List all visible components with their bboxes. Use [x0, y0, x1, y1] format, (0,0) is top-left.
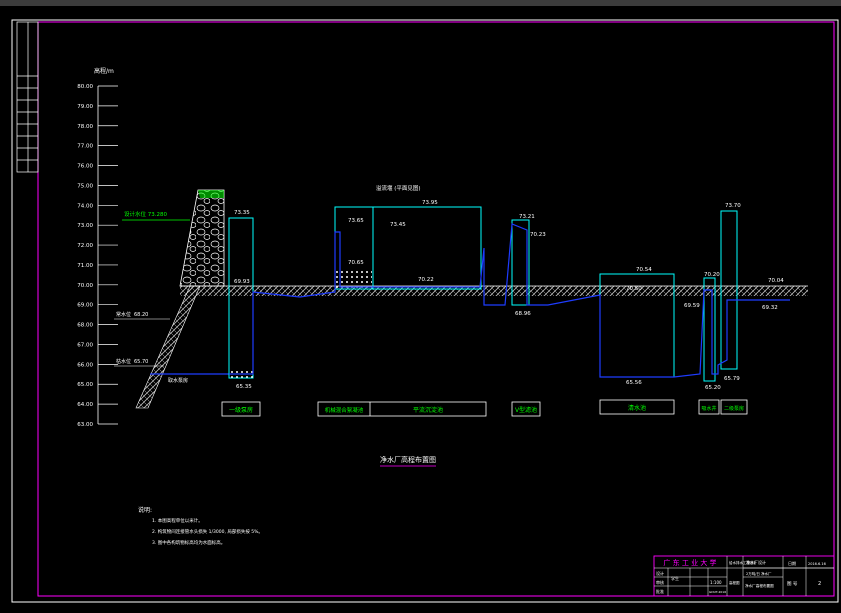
structure-label-2: 平流沉淀池 [413, 406, 443, 414]
ground-profile [180, 285, 808, 296]
elev-floc-top: 73.95 [422, 200, 438, 206]
elev-v-mid: 70.23 [530, 232, 546, 238]
structure-labels: 一级泵房 机械混合絮凝池 平流沉淀池 V型滤池 清水池 吸水井 二级泵房 [221, 399, 748, 417]
low-level-label: 枯水位 [116, 358, 131, 365]
water-level-marks: 设计水位 73.280 常水位 68.20 枯水位 65.70 取水泵房 [114, 210, 230, 384]
tb-drawing-no: 2 [818, 581, 821, 587]
tb-designer: 设计 [656, 570, 664, 576]
rock-fill-dam [179, 189, 225, 287]
binding-strip [16, 21, 39, 173]
elev-floc-b: 73.45 [390, 222, 406, 228]
axis-tick-label: 77.00 [77, 144, 93, 150]
elev-v-bottom: 68.96 [515, 311, 531, 317]
axis-tick-label: 78.00 [77, 124, 93, 130]
tb-name-cn: 高程图 [729, 580, 740, 585]
tb-scale: 1:100 [710, 580, 722, 585]
drawing-title: 净水厂高程布置图 [380, 455, 436, 464]
hydraulic-flow-line [229, 223, 790, 378]
structure-label-0: 一级泵房 [229, 406, 253, 414]
axis-tick-label: 72.00 [77, 243, 93, 249]
tb-drawing-no-label: 图 号 [787, 581, 798, 587]
elev-intake-bottom: 65.35 [236, 384, 252, 390]
tb-date-label: 日期 [788, 560, 796, 566]
elev-out-ground: 70.04 [768, 278, 784, 284]
axis-tick-label: 71.00 [77, 263, 93, 269]
tb-project-sub: 2万吨/日 净水厂 [746, 571, 772, 576]
axis-unit-label: 高程/m [94, 67, 114, 75]
structure-label-1: 机械混合絮凝池 [325, 406, 364, 414]
low-level-value: 65.70 [134, 359, 148, 365]
elevation-axis: 高程/m 80.00 79.00 78.00 77.00 76.00 75.00 74.00… [77, 67, 118, 428]
axis-tick-label: 70.00 [77, 283, 93, 289]
notes: 说明: 1. 本图高程单位以米计。 2. 构筑物间连接管水头损失 1/3000,… [138, 506, 263, 546]
elev-clear-a: 70.50 [626, 286, 642, 292]
v-filter [511, 219, 530, 306]
window-top-strip [0, 0, 841, 6]
note-2: 2. 构筑物间连接管水头损失 1/3000, 局部损失按 5%。 [152, 528, 263, 535]
tb-checker: 审核 [656, 579, 664, 585]
elev-out-level: 69.32 [762, 305, 778, 311]
suction-well [703, 277, 716, 382]
sheet-outer-border [11, 19, 839, 603]
elev-clear-bottom: 65.56 [626, 380, 642, 386]
river-bank [135, 189, 225, 409]
note-3: 3. 图中各构筑物标高均为水面标高。 [152, 539, 225, 546]
elev-p2-high: 73.70 [725, 203, 741, 209]
elevation-labels: 73.35 69.93 65.35 溢流堰 (平面见图) 73.95 73.65… [234, 184, 784, 391]
title-block: 广 东 工 业 大 学 给水排水工程设计 净水厂设计 2万吨/日 净水厂 设计 … [653, 555, 835, 597]
axis-tick-label: 79.00 [77, 104, 93, 110]
elev-v-top: 73.21 [519, 214, 535, 220]
sedimentation-tank [372, 206, 482, 290]
tb-university: 广 东 工 业 大 学 [663, 558, 716, 567]
secondary-pump-house [720, 210, 738, 370]
elev-p2-low: 65.79 [724, 376, 740, 382]
tb-code: GDUT-2016 [709, 590, 726, 594]
axis-tick-label: 69.00 [77, 303, 93, 309]
elev-floc-ground: 70.22 [418, 277, 434, 283]
structure-label-4: 清水池 [628, 404, 646, 412]
elev-floc-c: 70.65 [348, 260, 364, 266]
elev-p2-bottom: 65.20 [705, 385, 721, 391]
axis-tick-label: 67.00 [77, 342, 93, 348]
tb-drawing-name: 净水厂高程布置图 [745, 583, 774, 588]
normal-level-value: 68.20 [134, 312, 148, 318]
structure-label-5: 吸水井 [701, 405, 716, 412]
intake-pump-house [228, 217, 254, 379]
axis-tick-label: 68.00 [77, 323, 93, 329]
axis-tick-label: 73.00 [77, 223, 93, 229]
tb-date-value: 2016.6.16 [808, 562, 826, 566]
elev-clear-top: 70.54 [636, 267, 652, 273]
notes-heading: 说明: [138, 506, 152, 514]
pump-label: 取水泵房 [168, 377, 188, 384]
tb-project-label: 给水排水工程设计 [729, 560, 757, 565]
note-1: 1. 本图高程单位以米计。 [152, 517, 203, 524]
axis-tick-label: 66.00 [77, 362, 93, 368]
axis-tick-label: 65.00 [77, 382, 93, 388]
axis-tick-label: 64.00 [77, 402, 93, 408]
tb-project-name: 净水厂设计 [746, 559, 766, 565]
elev-intake-mid: 69.93 [234, 279, 250, 285]
axis-tick-label: 74.00 [77, 203, 93, 209]
structure-label-6: 二级泵房 [724, 405, 744, 412]
normal-level-label: 常水位 [116, 311, 131, 318]
elev-intake-top: 73.35 [234, 210, 250, 216]
tb-student: 学生 [671, 575, 679, 581]
structures-outline [228, 206, 738, 382]
tb-approver: 批准 [656, 588, 664, 594]
axis-tick-label: 63.00 [77, 422, 93, 428]
elev-floc-a: 73.65 [348, 218, 364, 224]
axis-tick-label: 80.00 [77, 84, 93, 90]
elev-p2-top: 70.20 [704, 272, 720, 278]
weir-note: 溢流堰 (平面见图) [376, 184, 421, 192]
intake-level-label: 设计水位 73.280 [124, 210, 167, 218]
axis-tick-label: 75.00 [77, 183, 93, 189]
elev-p2-left: 69.59 [684, 303, 700, 309]
structure-label-3: V型滤池 [515, 406, 537, 414]
sheet-frame [37, 21, 835, 597]
axis-tick-label: 76.00 [77, 164, 93, 170]
